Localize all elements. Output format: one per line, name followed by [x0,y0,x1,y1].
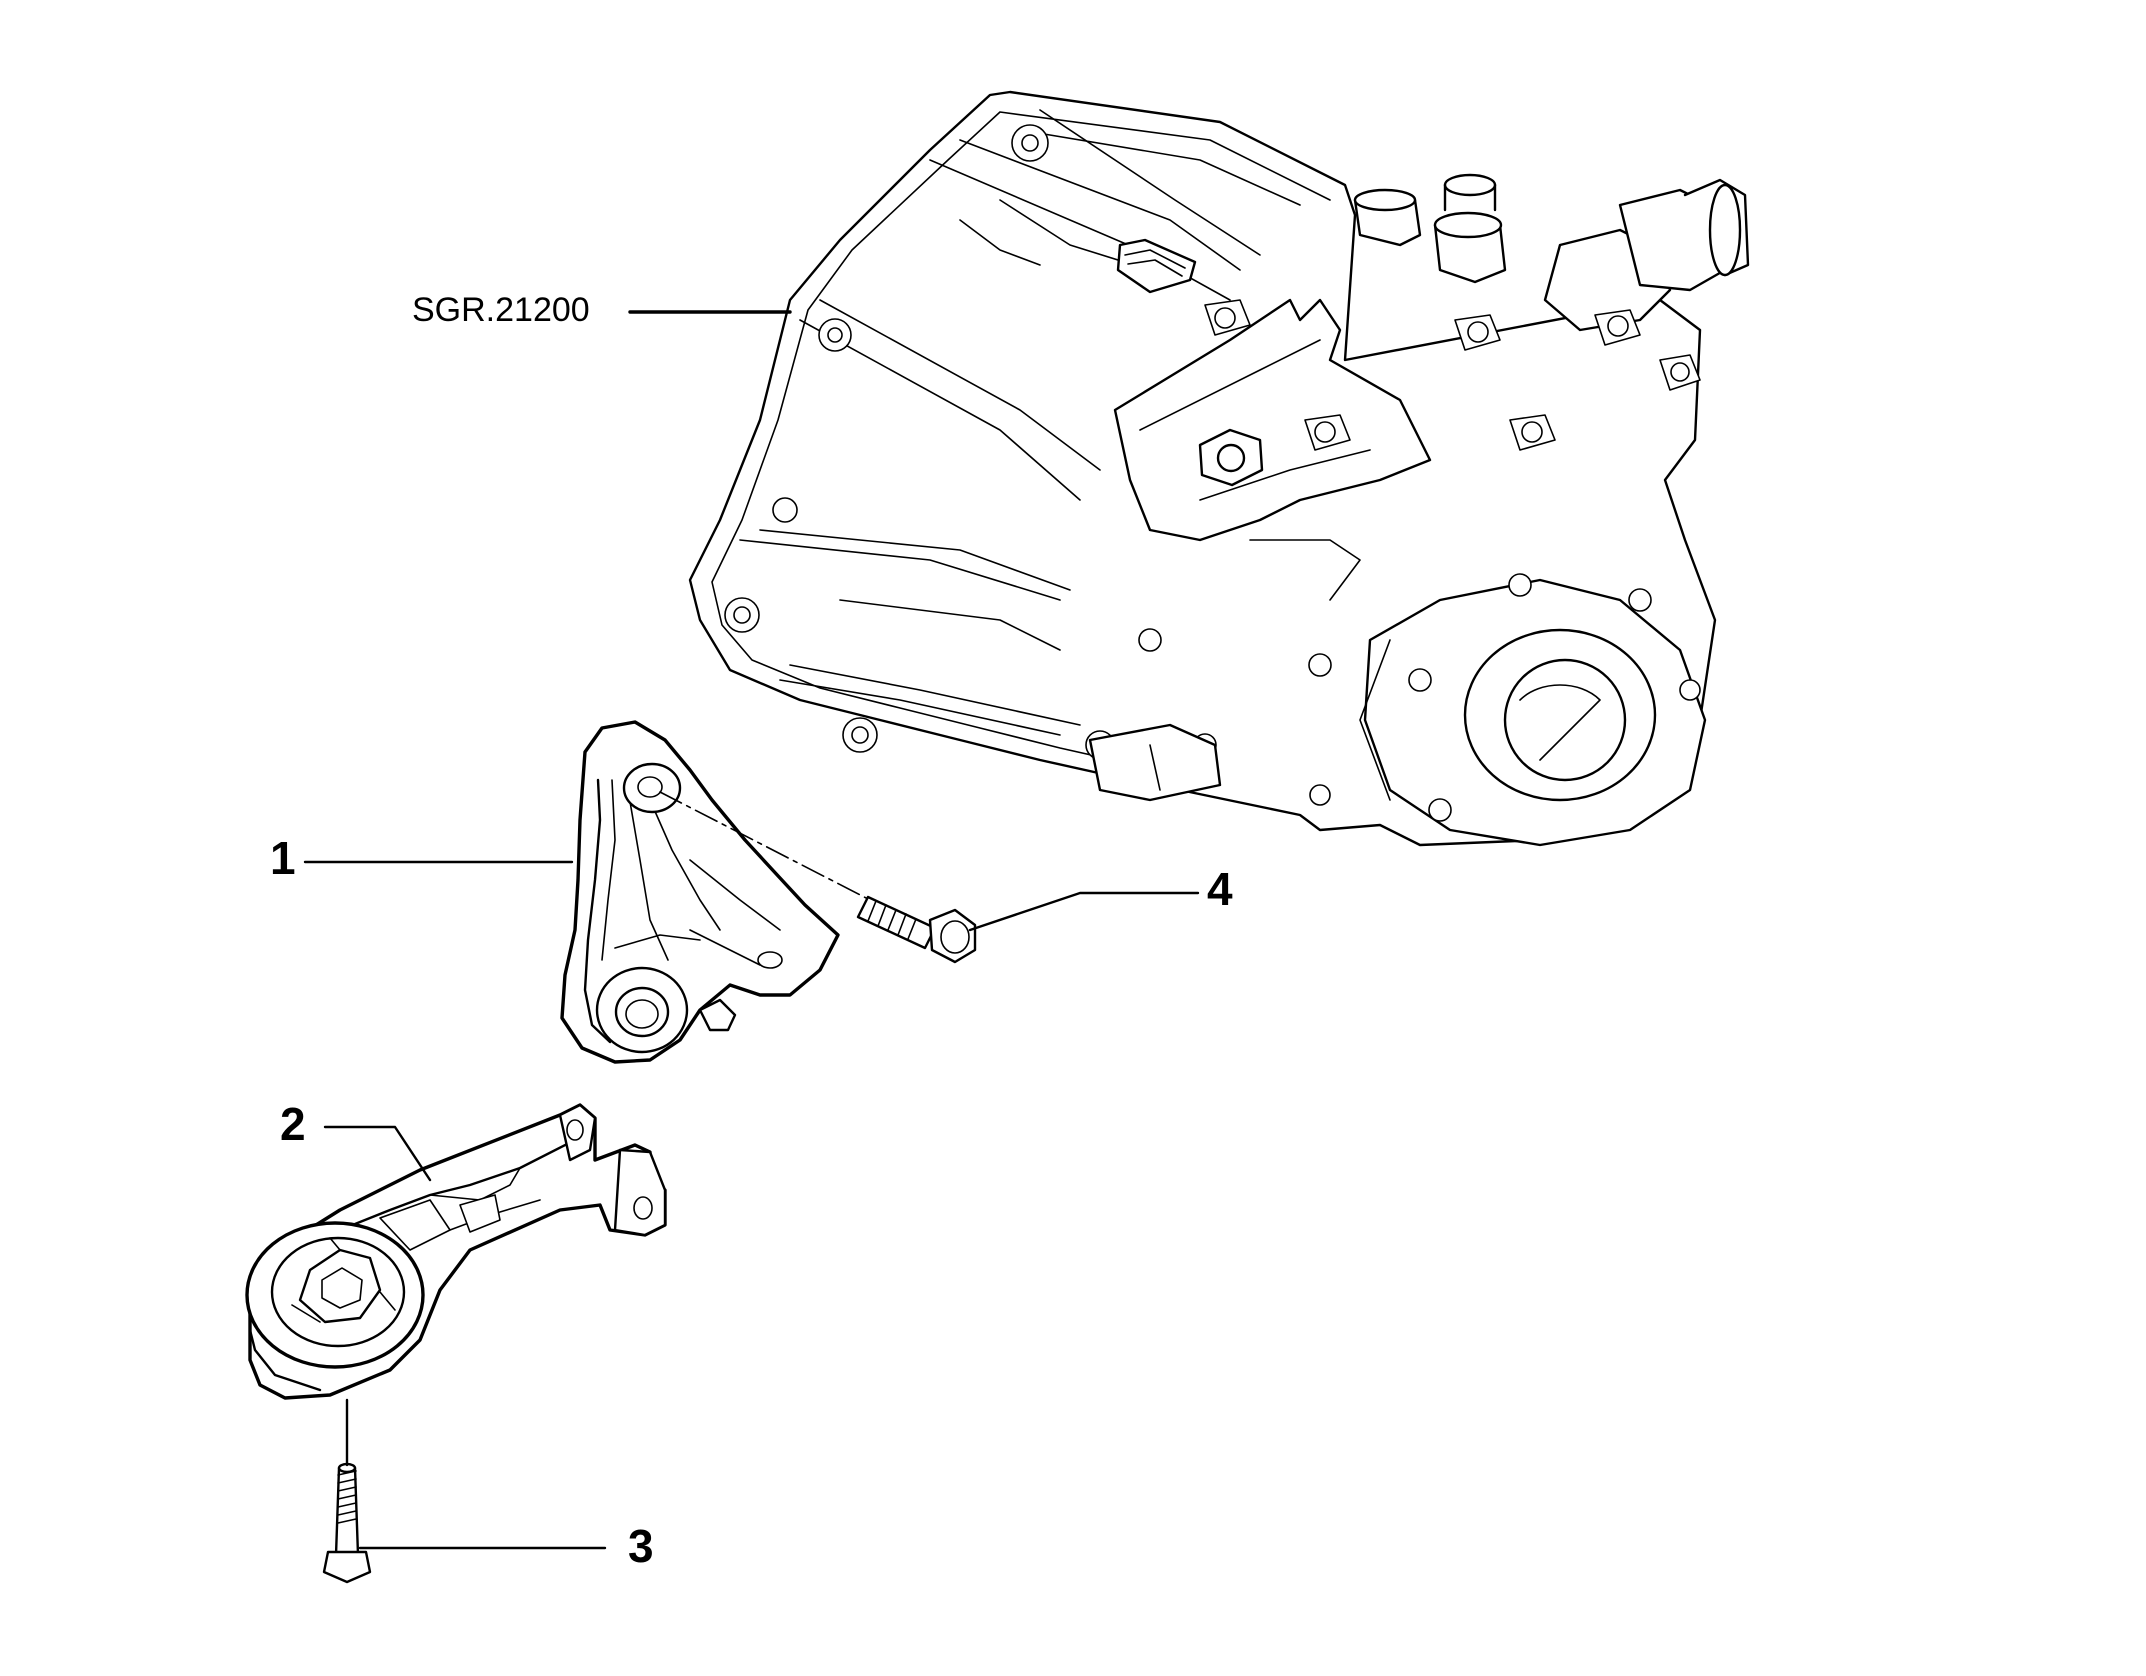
gearbox-housing-drawing [688,90,1750,847]
part-1-mount-bracket [560,720,840,1064]
part-3-bolt [322,1462,372,1584]
callout-4-label: 4 [1207,863,1233,915]
callout-3-label: 3 [628,1520,654,1572]
leader-lines [303,310,1200,1550]
callout-2-label: 2 [280,1098,306,1150]
part-2-torque-rod [245,1103,667,1400]
assembly-reference-label: SGR.21200 [412,291,590,329]
callout-1-label: 1 [270,832,296,884]
alignment-line [659,791,871,901]
part-4-bolt [856,895,977,964]
